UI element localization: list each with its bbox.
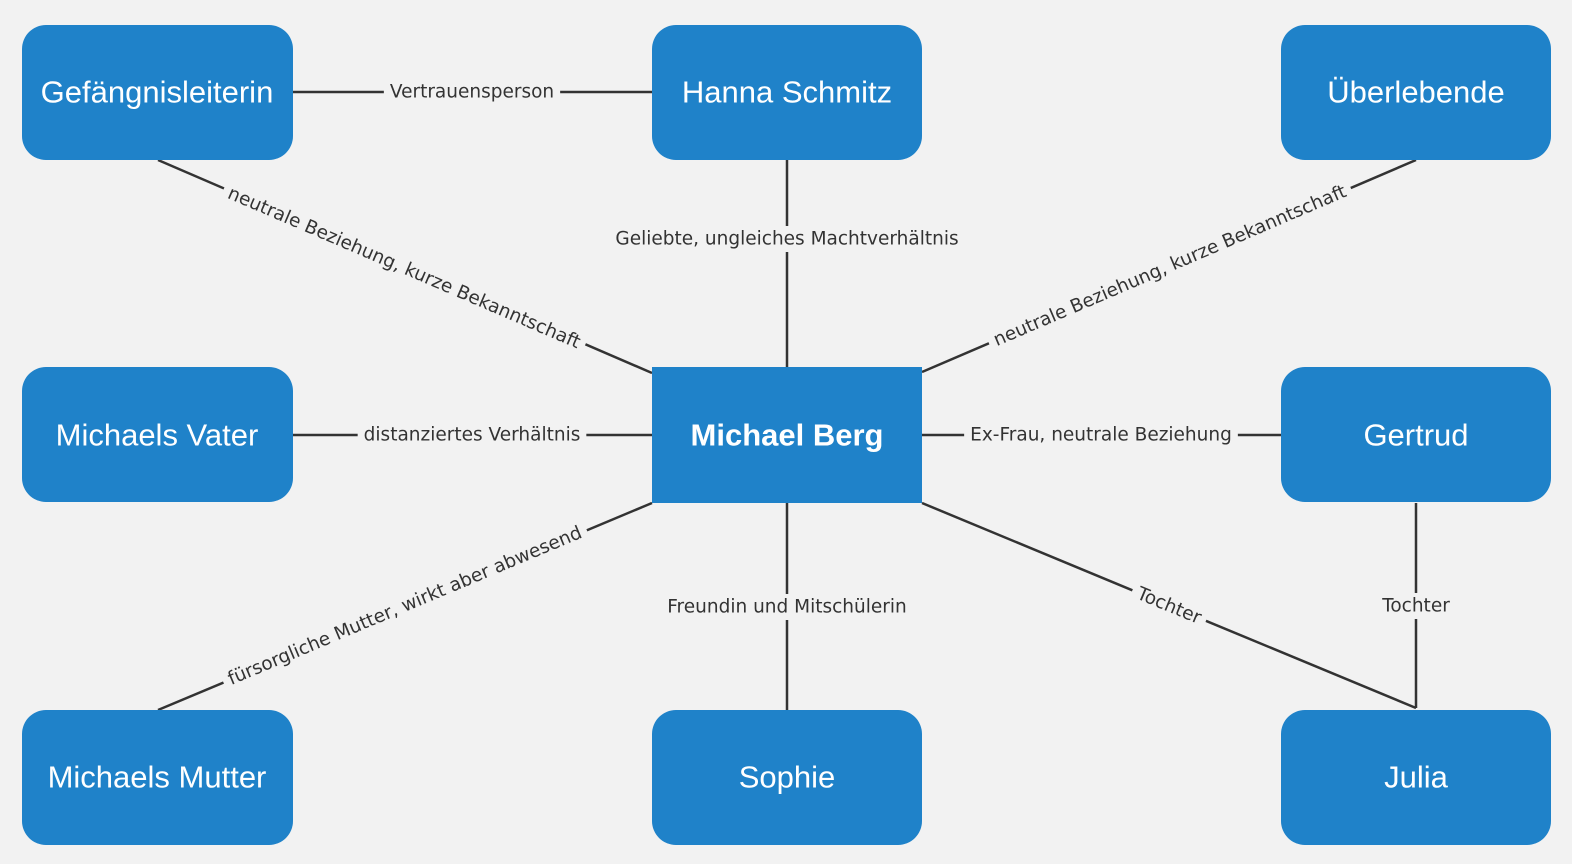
edge-label-mutter-michael: fürsorgliche Mutter, wirkt aber abwesend [218,517,592,695]
svg-text:Ex-Frau, neutrale Beziehung: Ex-Frau, neutrale Beziehung [970,425,1232,446]
edge-label-gertrud-julia: Tochter [1376,593,1456,619]
edge-label-michael-gertrud: Ex-Frau, neutrale Beziehung [964,422,1238,448]
svg-text:neutrale Beziehung, kurze Beka: neutrale Beziehung, kurze Bekanntschaft [990,181,1349,351]
edge-label-michael-julia: Tochter [1127,578,1211,634]
node-michael-berg[interactable]: Michael Berg [652,367,922,503]
svg-text:Michaels Mutter: Michaels Mutter [48,760,267,795]
svg-text:Gefängnisleiterin: Gefängnisleiterin [41,75,274,110]
node-michaels-vater[interactable]: Michaels Vater [22,367,293,502]
node-gertrud[interactable]: Gertrud [1281,367,1551,502]
svg-text:fürsorgliche Mutter, wirkt abe: fürsorgliche Mutter, wirkt aber abwesend [225,522,585,689]
node-julia[interactable]: Julia [1281,710,1551,845]
svg-text:Michael Berg: Michael Berg [691,418,884,453]
svg-text:Vertrauensperson: Vertrauensperson [390,82,554,103]
svg-text:Michaels Vater: Michaels Vater [56,418,259,453]
svg-text:Geliebte, ungleiches Machtverh: Geliebte, ungleiches Machtverhältnis [615,229,958,250]
svg-text:Hanna Schmitz: Hanna Schmitz [682,75,892,110]
svg-text:Sophie: Sophie [739,760,836,795]
nodes: Gefängnisleiterin Hanna Schmitz Überlebe… [22,25,1551,845]
svg-text:distanziertes Verhältnis: distanziertes Verhältnis [364,425,581,446]
edge-label-ueberlebende-michael: neutrale Beziehung, kurze Bekanntschaft [983,176,1357,356]
edge-label-vater-michael: distanziertes Verhältnis [357,422,587,448]
svg-text:Überlebende: Überlebende [1327,75,1505,110]
node-sophie[interactable]: Sophie [652,710,922,845]
svg-text:Julia: Julia [1384,760,1449,795]
edge-label-gefaengnisleiterin-michael: neutrale Beziehung, kurze Bekanntschaft [218,178,590,358]
svg-text:Tochter: Tochter [1133,583,1205,629]
svg-text:Tochter: Tochter [1381,596,1450,617]
node-gefaengnisleiterin[interactable]: Gefängnisleiterin [22,25,293,160]
svg-text:Gertrud: Gertrud [1363,418,1468,453]
node-ueberlebende[interactable]: Überlebende [1281,25,1551,160]
svg-text:Freundin und Mitschülerin: Freundin und Mitschülerin [667,597,907,618]
edge-label-michael-sophie: Freundin und Mitschülerin [661,594,913,620]
edge-label-gefaengnisleiterin-hanna: Vertrauensperson [383,79,561,105]
node-michaels-mutter[interactable]: Michaels Mutter [22,710,293,845]
edge-label-hanna-michael: Geliebte, ungleiches Machtverhältnis [609,226,965,252]
node-hanna-schmitz[interactable]: Hanna Schmitz [652,25,922,160]
svg-text:neutrale Beziehung, kurze Beka: neutrale Beziehung, kurze Bekanntschaft [225,183,584,353]
